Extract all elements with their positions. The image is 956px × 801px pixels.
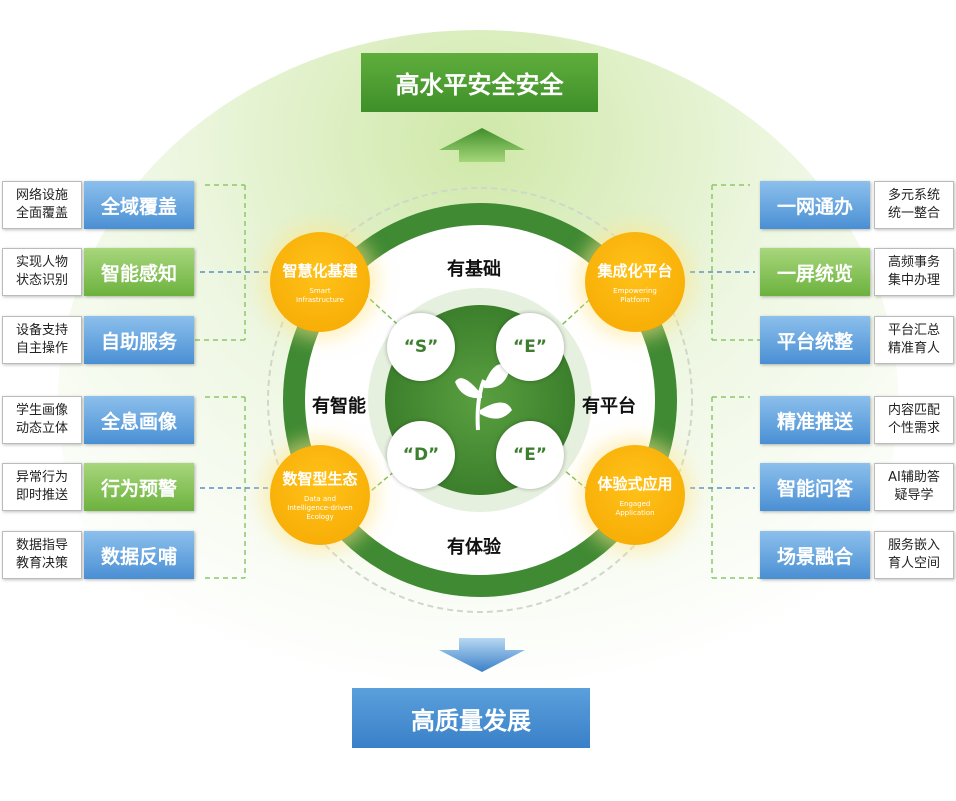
pillar-en: Empowering Platform bbox=[613, 286, 657, 304]
top-goal-box: 高水平安全安全 bbox=[361, 53, 598, 112]
pillar-data-ecology: 数智型生态 Data and Intelligence-driven Ecolog… bbox=[270, 445, 370, 545]
left-item-tag: 数据反哺 bbox=[84, 531, 194, 579]
core-letter-s: “S” bbox=[387, 313, 455, 381]
sprout-icon bbox=[455, 364, 512, 431]
left-item-tag: 全息画像 bbox=[84, 396, 194, 444]
right-item-desc: 平台汇总 精准育人 bbox=[874, 316, 954, 364]
left-item-desc: 设备支持 自主操作 bbox=[2, 316, 82, 364]
right-item-desc: 内容匹配 个性需求 bbox=[874, 396, 954, 444]
pillar-cn: 数智型生态 bbox=[282, 470, 358, 488]
left-item-tag: 智能感知 bbox=[84, 248, 194, 296]
pillar-cn: 集成化平台 bbox=[597, 261, 673, 280]
left-item-tag: 行为预警 bbox=[84, 463, 194, 511]
section-platform: 有平台 bbox=[582, 396, 636, 417]
left-item-tag: 自助服务 bbox=[84, 316, 194, 364]
left-item-desc: 数据指导 教育决策 bbox=[2, 531, 82, 579]
right-item-tag: 场景融合 bbox=[760, 531, 870, 579]
left-item-tag: 全域覆盖 bbox=[84, 181, 194, 229]
up-arrow bbox=[439, 128, 525, 162]
section-experience: 有体验 bbox=[447, 537, 501, 558]
section-intelligence: 有智能 bbox=[312, 396, 366, 417]
pillar-en: Data and Intelligence-driven Ecology bbox=[287, 495, 353, 521]
pillar-cn: 体验式应用 bbox=[597, 474, 673, 493]
right-item-desc: 服务嵌入 育人空间 bbox=[874, 531, 954, 579]
core-letter-e2: “E” bbox=[496, 421, 564, 489]
pillar-en: Smart Infrastructure bbox=[296, 286, 344, 304]
pillar-en: Engaged Application bbox=[615, 499, 655, 517]
right-item-tag: 平台统整 bbox=[760, 316, 870, 364]
section-foundation: 有基础 bbox=[447, 259, 501, 280]
pillar-empowering-platform: 集成化平台 Empowering Platform bbox=[585, 232, 685, 332]
right-item-desc: AI辅助答 疑导学 bbox=[874, 463, 954, 511]
core-letter-e1: “E” bbox=[496, 313, 564, 381]
right-item-desc: 高频事务 集中办理 bbox=[874, 248, 954, 296]
pillar-smart-infrastructure: 智慧化基建 Smart Infrastructure bbox=[270, 232, 370, 332]
right-item-tag: 精准推送 bbox=[760, 396, 870, 444]
right-item-tag: 一屏统览 bbox=[760, 248, 870, 296]
core-letter-d: “D” bbox=[387, 421, 455, 489]
left-item-desc: 网络设施 全面覆盖 bbox=[2, 181, 82, 229]
pillar-cn: 智慧化基建 bbox=[282, 261, 358, 280]
right-item-desc: 多元系统 统一整合 bbox=[874, 181, 954, 229]
left-item-desc: 异常行为 即时推送 bbox=[2, 463, 82, 511]
bottom-goal-box: 高质量发展 bbox=[352, 688, 590, 748]
right-item-tag: 一网通办 bbox=[760, 181, 870, 229]
left-item-desc: 学生画像 动态立体 bbox=[2, 396, 82, 444]
left-item-desc: 实现人物 状态识别 bbox=[2, 248, 82, 296]
pillar-engaged-application: 体验式应用 Engaged Application bbox=[585, 445, 685, 545]
right-item-tag: 智能问答 bbox=[760, 463, 870, 511]
down-arrow bbox=[439, 638, 525, 672]
